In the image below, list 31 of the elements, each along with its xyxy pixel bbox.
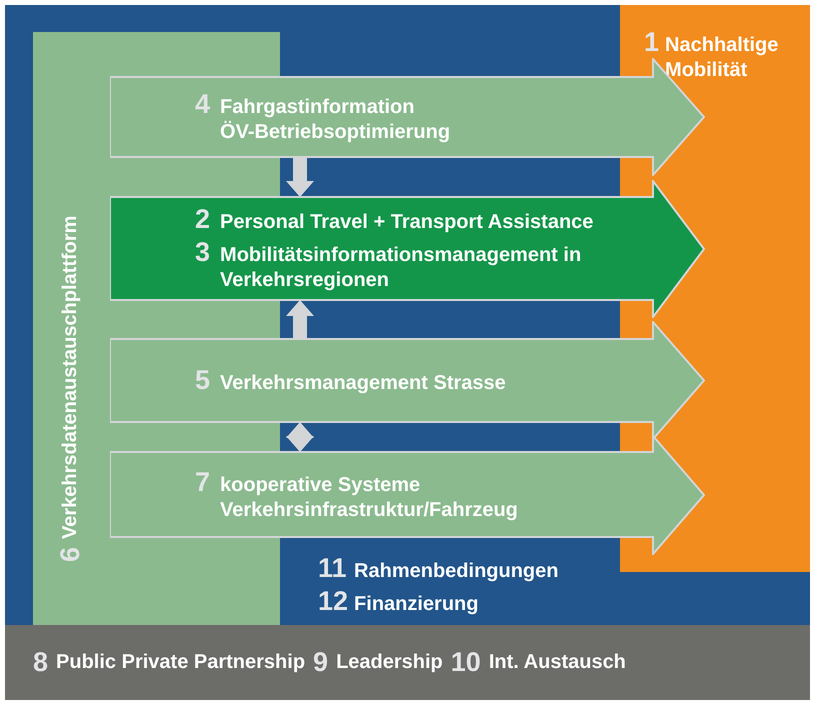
item-text: Verkehrsdatenaustauschplattform [58, 216, 82, 539]
pointed-band [110, 435, 705, 555]
number-label: 9 [313, 647, 328, 678]
item-text: Mobilitätsinformationsmanagement in Verkehrsregionen [220, 243, 582, 293]
item-text: Nachhaltige Mobilität [665, 33, 780, 83]
arrow [286, 157, 314, 197]
item-text: Fahrgastinformation ÖV-Betriebsoptimierung [220, 95, 452, 145]
item-text: Rahmenbedingungen [354, 559, 558, 584]
number-label: 7 [195, 466, 210, 498]
number-label: 5 [195, 365, 210, 396]
arrow [286, 300, 314, 339]
pointed-band [110, 180, 705, 318]
number-label: 12 [318, 586, 348, 617]
number-label: 4 [195, 89, 210, 120]
item-text: kooperative Systeme Verkehrsinfrastruktur/Fahrzeug [220, 472, 519, 522]
number-label: 10 [450, 647, 481, 678]
pointed-band [110, 321, 705, 440]
item-text: Finanzierung [354, 592, 478, 617]
item-text: Personal Travel + Transport Assistance [220, 210, 594, 235]
item-text: Public Private Partnership [56, 650, 306, 675]
number-label: 6 [55, 546, 86, 562]
number-label: 3 [195, 237, 210, 268]
number-label: 1 [644, 27, 660, 58]
arrow [286, 422, 314, 452]
footer-bar [5, 625, 810, 700]
number-label: 2 [195, 204, 210, 235]
number-label: 8 [33, 647, 48, 678]
item-text: Int. Austausch [488, 650, 626, 675]
item-text: Leadership [336, 650, 443, 675]
item-text: Verkehrsmanagement Strasse [220, 371, 506, 396]
number-label: 11 [318, 553, 347, 584]
